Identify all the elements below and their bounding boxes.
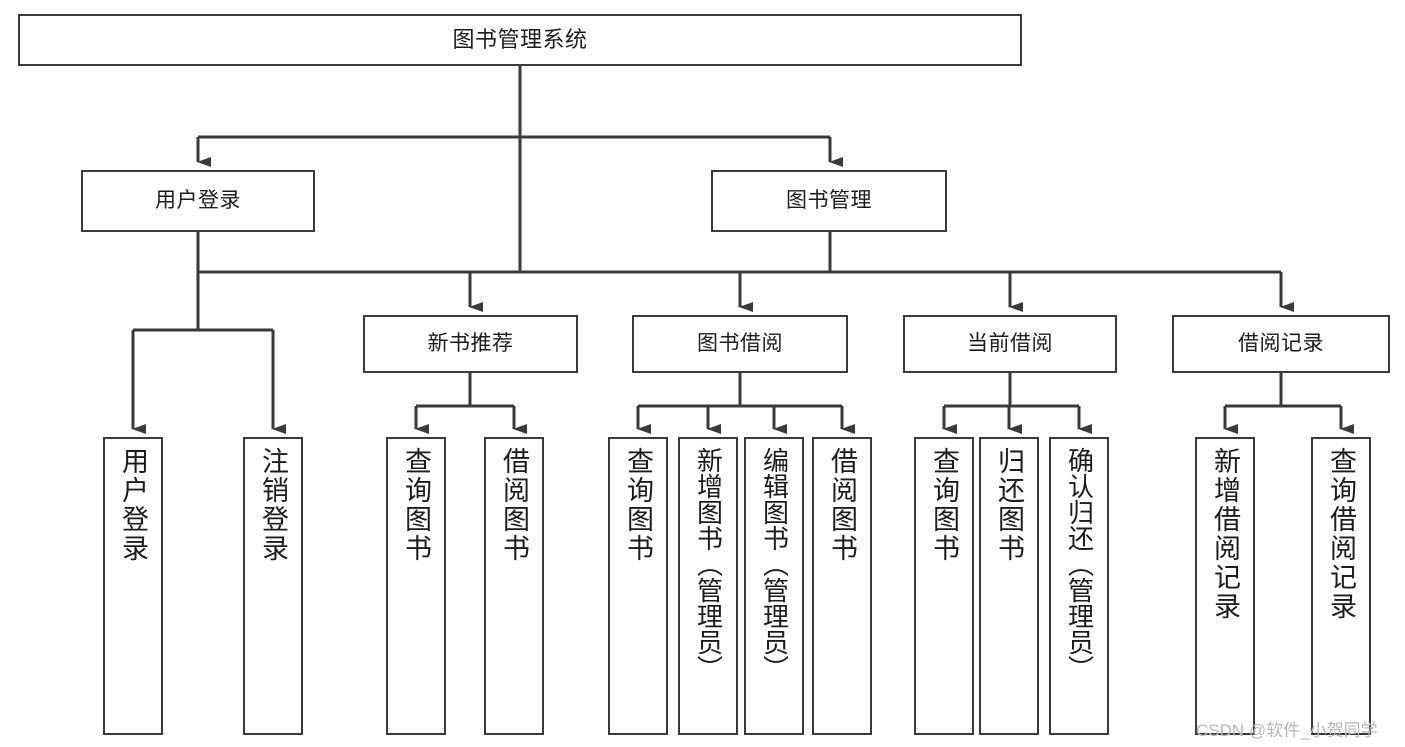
- node-leaf-confirm-return[interactable]: 确认归还（管理员）: [1049, 437, 1109, 735]
- node-leaf-user-logout-label: 注销登录: [258, 447, 289, 563]
- node-root-label: 图书管理系统: [452, 27, 588, 53]
- node-borrow-record-label: 借阅记录: [1238, 331, 1324, 355]
- node-leaf-query-book-2[interactable]: 查询图书: [608, 437, 668, 735]
- node-leaf-borrow-book-1[interactable]: 借阅图书: [484, 437, 544, 735]
- node-leaf-user-login[interactable]: 用户登录: [103, 437, 163, 735]
- node-leaf-add-book-label: 新增图书（管理员）: [693, 447, 724, 681]
- node-leaf-query-book-3-label: 查询图书: [929, 447, 960, 563]
- node-leaf-add-record[interactable]: 新增借阅记录: [1195, 437, 1255, 735]
- node-leaf-edit-book[interactable]: 编辑图书（管理员）: [744, 437, 804, 735]
- csdn-watermark: CSDN @软件_小贺同学: [1196, 721, 1378, 740]
- node-leaf-borrow-book-2-label: 借阅图书: [827, 447, 858, 563]
- node-leaf-user-login-label: 用户登录: [118, 447, 149, 563]
- node-book-borrow-label: 图书借阅: [697, 331, 783, 355]
- node-leaf-return-book[interactable]: 归还图书: [979, 437, 1039, 735]
- node-leaf-user-logout[interactable]: 注销登录: [243, 437, 303, 735]
- node-leaf-confirm-return-label: 确认归还（管理员）: [1064, 447, 1095, 681]
- node-leaf-query-record-label: 查询借阅记录: [1326, 447, 1357, 621]
- node-book-manage[interactable]: 图书管理: [711, 170, 947, 232]
- node-current-borrow-label: 当前借阅: [967, 331, 1053, 355]
- node-leaf-query-book-2-label: 查询图书: [623, 447, 654, 563]
- node-root[interactable]: 图书管理系统: [18, 14, 1022, 66]
- node-user-login-label: 用户登录: [155, 188, 241, 212]
- node-new-book-recommend[interactable]: 新书推荐: [363, 315, 578, 373]
- node-leaf-query-book-1-label: 查询图书: [401, 447, 432, 563]
- node-leaf-add-record-label: 新增借阅记录: [1210, 447, 1241, 621]
- node-leaf-add-book[interactable]: 新增图书（管理员）: [678, 437, 738, 735]
- node-leaf-borrow-book-2[interactable]: 借阅图书: [812, 437, 872, 735]
- node-new-book-recommend-label: 新书推荐: [427, 331, 514, 355]
- node-leaf-return-book-label: 归还图书: [994, 447, 1025, 563]
- node-book-borrow[interactable]: 图书借阅: [632, 315, 848, 373]
- node-leaf-borrow-book-1-label: 借阅图书: [499, 447, 530, 563]
- node-leaf-query-book-3[interactable]: 查询图书: [914, 437, 974, 735]
- node-current-borrow[interactable]: 当前借阅: [903, 315, 1117, 373]
- node-user-login[interactable]: 用户登录: [81, 170, 315, 232]
- node-book-manage-label: 图书管理: [786, 188, 872, 212]
- node-leaf-query-book-1[interactable]: 查询图书: [386, 437, 446, 735]
- node-leaf-query-record[interactable]: 查询借阅记录: [1311, 437, 1371, 735]
- node-borrow-record[interactable]: 借阅记录: [1172, 315, 1390, 373]
- node-leaf-edit-book-label: 编辑图书（管理员）: [759, 447, 790, 681]
